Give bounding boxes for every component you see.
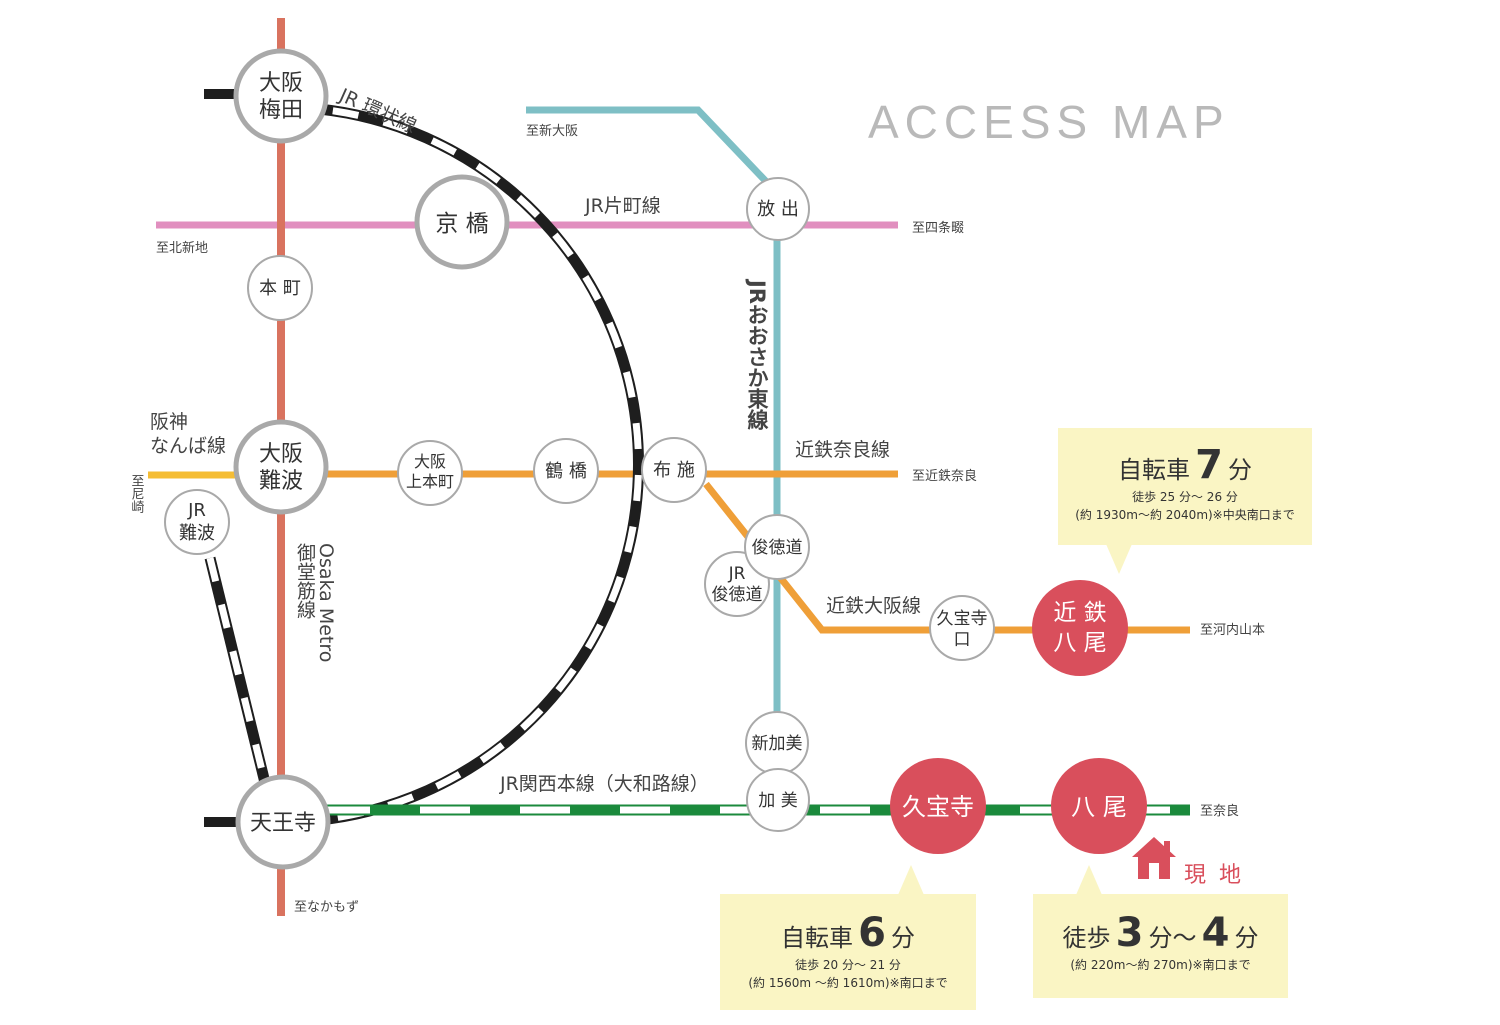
station-honmachi[interactable]: 本 町 <box>247 255 313 321</box>
callout-kyuhoji-tail <box>898 865 924 895</box>
station-shin-kami[interactable]: 新加美 <box>745 711 809 775</box>
station-osaka-umeda[interactable]: 大阪 梅田 <box>233 48 329 144</box>
station-kintetsu-yao[interactable]: 近 鉄 八 尾 <box>1032 580 1128 676</box>
jr-osaka-higashi-label: JRおおさか東線 <box>745 278 769 430</box>
current-location-label: 現 地 <box>1184 863 1244 888</box>
dest-shijonawate: 至四条畷 <box>912 220 964 236</box>
dest-nara: 至奈良 <box>1200 803 1239 819</box>
dest-kitashinchi: 至北新地 <box>156 240 208 256</box>
station-shuntokumichi[interactable]: 俊徳道 <box>744 514 810 580</box>
station-kyuhoji[interactable]: 久宝寺 <box>890 758 986 854</box>
station-shuntokumichi-label: 俊徳道 <box>752 538 803 558</box>
station-jr-namba-label-2: 難波 <box>179 523 215 544</box>
callout-yao-tail <box>1076 865 1102 895</box>
callout-kyuhoji: 自転車 6 分 徒歩 20 分～ 21 分 (約 1560m ～約 1610m)… <box>720 894 976 1010</box>
callout-kyuhoji-main: 自転車 6 分 <box>720 910 976 956</box>
station-kyuhoji-label: 久宝寺 <box>902 793 974 821</box>
callout-kintetsu-yao: 自転車 7 分 徒歩 25 分～ 26 分 (約 1930m～約 2040m)※… <box>1058 428 1312 545</box>
callout-kyuhoji-note: (約 1560m ～約 1610m)※南口まで <box>748 976 948 990</box>
station-jr-shuntokumichi-label-2: 俊徳道 <box>712 585 763 605</box>
jr-katamachi-label: JR片町線 <box>584 195 661 217</box>
station-uehonmachi-label-1: 大阪 <box>414 452 446 471</box>
callout-yao-main: 徒歩 3 分～ 4 分 <box>1033 910 1288 956</box>
callout-yao: 徒歩 3 分～ 4 分 (約 220m～約 270m)※南口まで <box>1033 894 1288 998</box>
callout-yao-num1: 3 <box>1115 910 1144 956</box>
jr-kansai-label: JR関西本線（大和路線） <box>499 773 709 795</box>
callout-kyuhoji-prefix: 自転車 <box>780 924 853 952</box>
jr-osaka-higashi-line <box>526 106 781 800</box>
callout-yao-suffix: 分 <box>1234 924 1259 952</box>
station-fuse-label: 布 施 <box>653 460 695 481</box>
station-fuse[interactable]: 布 施 <box>641 437 707 503</box>
station-tsuruhashi-label: 鶴 橋 <box>545 461 587 482</box>
home-icon <box>1132 837 1176 879</box>
callout-yao-note: (約 220m～約 270m)※南口まで <box>1070 958 1251 972</box>
station-hanaten-label: 放 出 <box>757 199 799 220</box>
midosuji-label: 御堂筋線 <box>294 543 316 619</box>
callout-yao-num2: 4 <box>1201 910 1230 956</box>
station-osaka-namba[interactable]: 大阪 難波 <box>233 419 329 515</box>
station-tennoji-label: 天王寺 <box>250 811 316 836</box>
station-hanaten[interactable]: 放 出 <box>746 177 810 241</box>
station-jr-namba-label-1: JR <box>187 500 206 521</box>
kintetsu-osaka-label: 近鉄大阪線 <box>826 595 921 617</box>
station-osaka-namba-label-1: 大阪 <box>259 442 303 467</box>
station-osaka-umeda-label-2: 梅田 <box>259 98 303 123</box>
jr-loop-line-dash <box>280 103 642 826</box>
station-kyobashi[interactable]: 京 橋 <box>414 174 510 270</box>
callout-kintetsu-yao-prefix: 自転車 <box>1117 456 1190 484</box>
station-kyuhoji-guchi[interactable]: 久宝寺 口 <box>929 595 995 661</box>
station-yao[interactable]: 八 尾 <box>1051 758 1147 854</box>
callout-kintetsu-yao-num: 7 <box>1195 442 1223 488</box>
station-kyuhoji-guchi-label-2: 口 <box>954 630 971 650</box>
station-tennoji[interactable]: 天王寺 <box>235 774 331 870</box>
station-kyobashi-label: 京 橋 <box>435 211 488 237</box>
station-jr-shuntokumichi-label-1: JR <box>728 564 746 584</box>
station-kami-label: 加 美 <box>758 791 797 811</box>
station-honmachi-label: 本 町 <box>259 278 301 299</box>
jr-namba-line-dash <box>206 557 272 796</box>
dest-kintetsu-nara: 至近鉄奈良 <box>912 468 977 484</box>
station-shin-kami-label: 新加美 <box>752 734 803 754</box>
callout-kintetsu-yao-tail <box>1106 544 1132 574</box>
station-osaka-namba-label-2: 難波 <box>259 469 303 494</box>
callout-kyuhoji-suffix: 分 <box>891 924 916 952</box>
station-yao-label: 八 尾 <box>1071 793 1127 821</box>
station-uehonmachi-label-2: 上本町 <box>406 472 454 491</box>
station-kami[interactable]: 加 美 <box>746 768 810 832</box>
osaka-metro-label: Osaka Metro <box>315 543 337 662</box>
station-kintetsu-yao-label-1: 近 鉄 <box>1053 600 1106 626</box>
callout-kyuhoji-num: 6 <box>858 910 886 956</box>
callout-yao-prefix: 徒歩 <box>1062 924 1111 952</box>
dest-kawachi-yamamoto: 至河内山本 <box>1200 622 1265 638</box>
page-title: ACCESS MAP <box>868 96 1230 148</box>
callout-kintetsu-yao-note: (約 1930m～約 2040m)※中央南口まで <box>1075 508 1295 522</box>
station-osaka-umeda-label-1: 大阪 <box>259 71 303 96</box>
callout-yao-mid: 分～ <box>1148 924 1197 952</box>
station-uehonmachi[interactable]: 大阪 上本町 <box>397 440 463 506</box>
dest-shin-osaka: 至新大阪 <box>526 123 578 139</box>
station-kintetsu-yao-label-2: 八 尾 <box>1053 630 1106 656</box>
station-kyuhoji-guchi-label-1: 久宝寺 <box>937 609 988 629</box>
callout-kintetsu-yao-suffix: 分 <box>1228 456 1253 484</box>
station-jr-shuntokumichi[interactable]: JR 俊徳道 <box>704 551 770 617</box>
callout-kyuhoji-walk: 徒歩 20 分～ 21 分 <box>795 958 901 972</box>
dest-amagasaki: 至尼崎 <box>129 474 145 513</box>
station-jr-namba[interactable]: JR 難波 <box>164 489 230 555</box>
station-tsuruhashi[interactable]: 鶴 橋 <box>533 438 599 504</box>
kintetsu-nara-label: 近鉄奈良線 <box>795 439 890 461</box>
callout-kintetsu-yao-main: 自転車 7 分 <box>1058 442 1312 488</box>
hanshin-label-1: 阪神 <box>150 411 188 433</box>
callout-kintetsu-yao-walk: 徒歩 25 分～ 26 分 <box>1132 490 1238 504</box>
dest-nakamozu: 至なかもず <box>294 900 359 915</box>
hanshin-label-2: なんば線 <box>150 435 226 457</box>
